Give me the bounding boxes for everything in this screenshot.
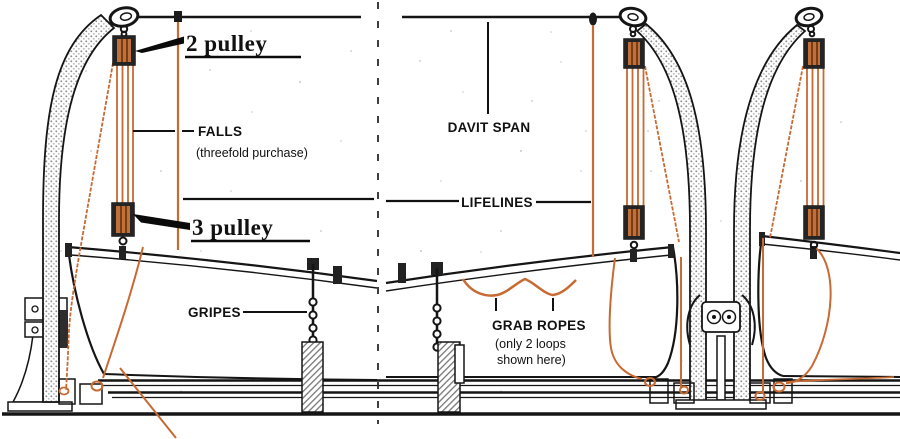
two-pulley-text: 2 pulley <box>186 31 267 56</box>
right-rigging-ropes <box>461 25 895 401</box>
label-lifelines: LIFELINES <box>183 195 591 210</box>
stern-rope <box>608 257 643 380</box>
keel-chocks-left <box>58 378 103 405</box>
label-davit-span: DAVIT SPAN <box>448 22 531 135</box>
grab-ropes-text: GRAB ROPES <box>492 318 586 333</box>
left-boat <box>65 243 378 381</box>
gripes-text: GRIPES <box>188 305 241 320</box>
central-pedestal <box>675 294 767 410</box>
label-grab-ropes: GRAB ROPES (only 2 loops shown here) <box>492 298 586 367</box>
falls-ropes-left <box>116 63 134 205</box>
upper-block-right <box>803 38 825 69</box>
upper-block-mid <box>623 38 645 69</box>
left-davit-arm <box>42 13 116 403</box>
boat-rope-left <box>102 246 144 379</box>
labels: 2 pulley 3 pulley FALLS (threefold purch… <box>133 22 591 367</box>
deck-rails <box>2 379 900 416</box>
davit-span-text: DAVIT SPAN <box>448 120 531 135</box>
left-rigging-ropes <box>58 20 180 439</box>
left-davit-head <box>108 6 140 38</box>
label-three-pulley: 3 pulley <box>133 214 310 243</box>
two-pulley-block <box>112 35 136 66</box>
falls-sub-text: (threefold purchase) <box>196 146 308 160</box>
label-falls: FALLS (threefold purchase) <box>133 124 308 160</box>
right-boat <box>757 232 900 378</box>
falls-ropes-mid <box>626 66 645 208</box>
lifelines-text: LIFELINES <box>461 195 533 210</box>
label-two-pulley: 2 pulley <box>135 31 301 59</box>
right-davit-head-left <box>618 6 648 38</box>
grab-ropes-sub2: shown here) <box>497 353 566 367</box>
grab-rope-loops <box>461 277 577 297</box>
keel-chocks-right <box>649 378 793 404</box>
falls-tail-rope <box>65 62 114 391</box>
loose-fall-end <box>119 367 177 439</box>
span-ring-right <box>589 12 597 26</box>
label-gripes: GRIPES <box>188 305 307 320</box>
grab-ropes-sub1: (only 2 loops <box>495 337 566 351</box>
three-pulley-block <box>111 202 135 259</box>
three-pulley-text: 3 pulley <box>192 215 273 240</box>
span-shackle-left <box>174 11 182 22</box>
gripe-post-left <box>301 258 324 413</box>
gripe-post-right <box>431 262 465 413</box>
lower-block-mid <box>623 205 645 250</box>
falls-text: FALLS <box>198 124 242 139</box>
davit-span-wire <box>138 11 627 26</box>
right-davit-head-right <box>794 6 824 38</box>
lower-block-right <box>803 205 825 250</box>
right-davit-pair <box>618 6 824 410</box>
left-davit-assembly <box>7 6 140 412</box>
falls-ropes-right <box>806 66 825 208</box>
